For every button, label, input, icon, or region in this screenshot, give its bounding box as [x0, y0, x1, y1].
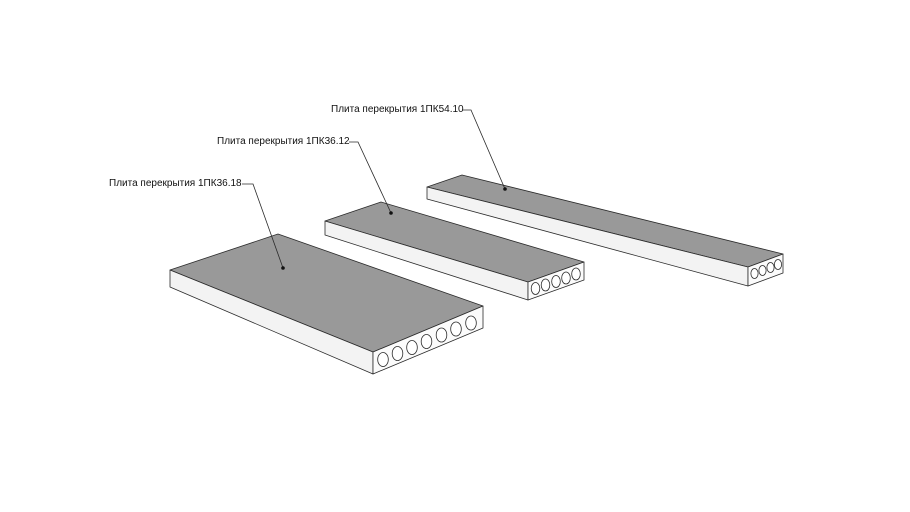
leader-anchor-dot — [503, 187, 507, 191]
label-1pk36-18: Плита перекрытия 1ПК36.18 — [109, 178, 242, 189]
label-1pk54-10: Плита перекрытия 1ПК54.10 — [331, 104, 464, 115]
leader-anchor-dot — [389, 211, 393, 215]
core-hole — [450, 321, 462, 337]
slab-1pk36-12-cores — [530, 267, 581, 295]
core-hole — [540, 278, 551, 292]
leader-1pk36-12 — [349, 141, 393, 215]
leader-line — [462, 109, 506, 190]
slab-1pk36-12[interactable] — [324, 201, 585, 301]
core-hole — [571, 267, 581, 281]
core-hole — [391, 346, 404, 361]
slab-1pk54-10[interactable] — [426, 174, 784, 287]
core-hole — [377, 352, 389, 367]
leader-line — [349, 141, 392, 214]
leader-anchor-dot — [281, 266, 285, 270]
core-hole — [561, 271, 571, 285]
core-hole — [758, 265, 767, 276]
core-hole — [750, 268, 759, 279]
core-hole — [435, 327, 448, 343]
core-hole — [406, 340, 418, 355]
label-1pk36-12: Плита перекрытия 1ПК36.12 — [217, 136, 350, 147]
core-hole — [420, 334, 433, 349]
leader-line — [242, 183, 284, 269]
core-hole — [465, 315, 477, 331]
slab-1pk54-10-cores — [750, 259, 783, 279]
slab-1pk36-18-cores — [377, 315, 477, 367]
leader-1pk36-18 — [242, 183, 285, 270]
leader-1pk54-10 — [462, 109, 507, 191]
core-hole — [530, 282, 541, 295]
core-hole — [766, 262, 775, 273]
slab-1pk36-18[interactable] — [169, 233, 484, 375]
core-hole — [774, 259, 783, 270]
core-hole — [551, 275, 561, 288]
